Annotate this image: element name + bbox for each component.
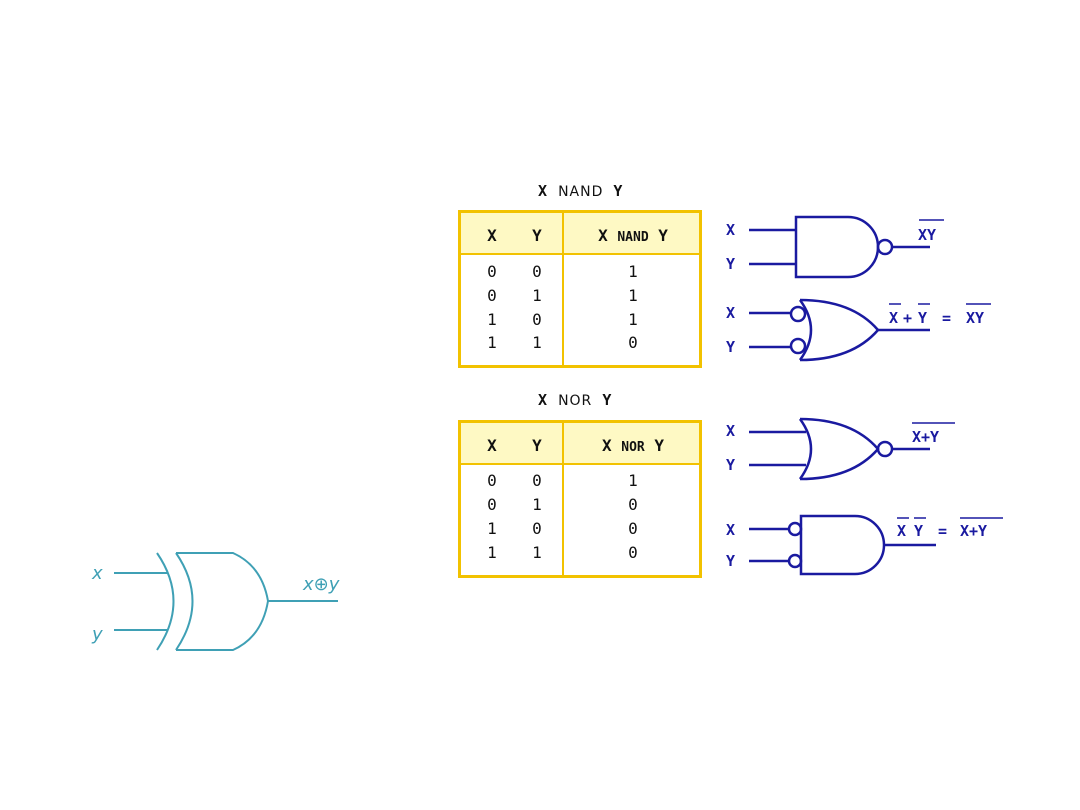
nor-alt-input-y-label: Y — [726, 552, 735, 570]
nor-caption-y: Y — [602, 391, 613, 409]
nor-alt-lhs-x: X — [897, 522, 906, 540]
nor-gate — [749, 417, 930, 481]
nor-caption-op: NOR — [558, 393, 593, 409]
nand-output-label: XY — [918, 226, 936, 244]
nor-row-3-out: 0 — [628, 519, 638, 538]
nand-row-4-x: 1 — [487, 333, 497, 352]
nand-alt-input-y-label: Y — [726, 338, 735, 356]
nor-row-2-x: 0 — [487, 495, 497, 514]
nand-row-2-x: 0 — [487, 286, 497, 305]
nand-input-y-label: Y — [726, 255, 735, 273]
nor-table-divider — [562, 423, 564, 575]
nor-alt-eq: = — [938, 522, 947, 540]
nand-row-3-y: 0 — [532, 310, 542, 329]
nand-row-1-out: 1 — [628, 262, 638, 281]
nand-row-1-x: 0 — [487, 262, 497, 281]
xor-gate — [114, 552, 338, 651]
nor-truth-table: X Y X NOR Y 0 0 1 0 1 0 1 0 0 1 1 0 — [458, 420, 702, 578]
nor-caption-x: X — [538, 391, 549, 409]
nor-equivalent-expression: X Y = X+Y — [897, 517, 1003, 540]
nor-header-output-op: NOR — [621, 440, 645, 455]
nor-input-x-label: X — [726, 422, 735, 440]
nor-output-label: X+Y — [912, 428, 939, 446]
nand-header-x: X — [487, 226, 497, 245]
nor-row-4-out: 0 — [628, 543, 638, 562]
nand-caption-op: NAND — [558, 184, 604, 200]
nor-table-header-row — [461, 423, 699, 465]
nand-table-divider — [562, 213, 564, 365]
nand-truth-table: X Y X NAND Y 0 0 1 0 1 1 1 0 1 1 1 0 — [458, 210, 702, 368]
nand-input-x-label: X — [726, 221, 735, 239]
nand-alt-lhs-plus: + — [903, 309, 912, 327]
nor-row-3-x: 1 — [487, 519, 497, 538]
nor-table-caption: X NOR Y — [538, 391, 612, 409]
nor-equivalent-and-gate — [749, 514, 936, 576]
nor-input-y-label: Y — [726, 456, 735, 474]
nor-header-output: X NOR Y — [565, 436, 701, 455]
nand-header-output-y: Y — [658, 226, 668, 245]
nand-row-3-out: 1 — [628, 310, 638, 329]
nand-row-1-y: 0 — [532, 262, 542, 281]
nor-row-1-y: 0 — [532, 471, 542, 490]
nor-alt-rhs: X+Y — [960, 522, 987, 540]
nand-equivalent-or-gate — [749, 298, 930, 362]
nor-row-2-y: 1 — [532, 495, 542, 514]
nand-row-4-y: 1 — [532, 333, 542, 352]
nor-header-x: X — [487, 436, 497, 455]
nor-row-1-out: 1 — [628, 471, 638, 490]
nand-gate — [749, 215, 930, 279]
xor-input-x-label: x — [91, 563, 103, 584]
nor-alt-input-x-label: X — [726, 521, 735, 539]
nand-alt-rhs: XY — [966, 309, 984, 327]
nand-alt-lhs-x: X — [889, 309, 898, 327]
nand-row-3-x: 1 — [487, 310, 497, 329]
nand-equivalent-expression: X + Y = XY — [889, 303, 991, 327]
nand-header-y: Y — [532, 226, 542, 245]
nor-row-3-y: 0 — [532, 519, 542, 538]
nand-output-expression: XY — [918, 219, 944, 244]
nor-output-expression: X+Y — [912, 422, 955, 446]
nand-row-2-y: 1 — [532, 286, 542, 305]
nor-row-4-y: 1 — [532, 543, 542, 562]
xor-input-y-label: y — [91, 624, 103, 645]
nand-alt-eq: = — [942, 309, 951, 327]
nand-alt-lhs-y: Y — [918, 309, 927, 327]
nor-row-2-out: 0 — [628, 495, 638, 514]
nand-caption-y: Y — [613, 182, 624, 200]
nand-table-header-row — [461, 213, 699, 255]
nand-row-2-out: 1 — [628, 286, 638, 305]
nor-header-y: Y — [532, 436, 542, 455]
nor-row-1-x: 0 — [487, 471, 497, 490]
nand-caption-x: X — [538, 182, 549, 200]
nor-header-output-x: X — [601, 436, 612, 455]
nand-table-caption: X NAND Y — [538, 182, 623, 200]
nor-header-output-y: Y — [654, 436, 665, 455]
xor-output-label: x⊕y — [302, 574, 340, 595]
nand-header-output-op: NAND — [617, 230, 649, 245]
nand-alt-input-x-label: X — [726, 304, 735, 322]
nor-alt-lhs-y: Y — [914, 522, 923, 540]
nand-header-output: X NAND Y — [565, 226, 701, 245]
nor-row-4-x: 1 — [487, 543, 497, 562]
nand-header-output-x: X — [598, 226, 608, 245]
nand-row-4-out: 0 — [628, 333, 638, 352]
